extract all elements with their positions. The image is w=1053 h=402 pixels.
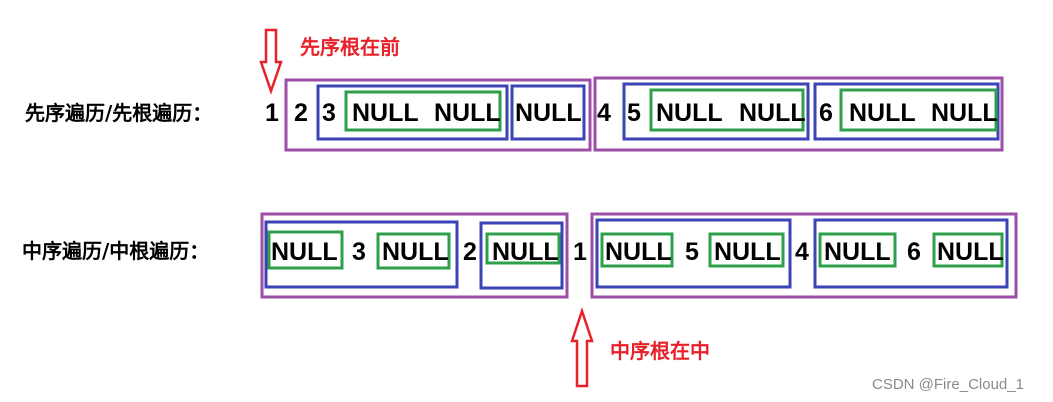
token: 5 [627, 99, 641, 127]
node-3-box [264, 220, 459, 289]
token: 6 [819, 99, 833, 127]
token: 4 [795, 238, 809, 266]
up-arrow-icon [570, 307, 594, 388]
token: NULL [849, 99, 916, 127]
node-6-box [813, 218, 1009, 289]
node-5-children-box [649, 88, 805, 132]
null-box [932, 232, 1004, 268]
node-6-children-box [839, 88, 998, 132]
preorder-note: 先序根在前 [300, 35, 400, 59]
token: NULL [352, 99, 419, 127]
token: NULL [739, 99, 806, 127]
token: 3 [352, 238, 366, 266]
node-5-box [622, 82, 810, 141]
left-subtree-box [260, 212, 569, 299]
token: NULL [271, 238, 338, 266]
node-3-children-box [344, 90, 502, 132]
token: 1 [573, 238, 587, 266]
node-6-box [813, 82, 1000, 141]
node-2-right-box [479, 221, 564, 290]
token: NULL [492, 238, 559, 266]
null-box [818, 232, 897, 268]
token: 2 [463, 238, 477, 266]
right-subtree-box [590, 212, 1018, 299]
null-box [708, 232, 785, 268]
token: NULL [937, 238, 1004, 266]
watermark: CSDN @Fire_Cloud_1 [872, 376, 1024, 393]
token: 4 [597, 99, 611, 127]
token: 1 [265, 99, 279, 127]
token: 3 [322, 99, 336, 127]
token: 5 [685, 238, 699, 266]
node-5-box [595, 218, 792, 289]
down-arrow-icon [259, 28, 283, 95]
node-3-box [316, 84, 509, 141]
token: 2 [294, 99, 308, 127]
right-subtree-box [593, 76, 1004, 152]
token: NULL [931, 99, 998, 127]
inorder-sequence: NULL 3 NULL 2 NULL 1 NULL 5 NULL 4 NULL … [271, 238, 1004, 266]
token: NULL [656, 99, 723, 127]
token: NULL [434, 99, 501, 127]
preorder-label: 先序遍历/先根遍历： [25, 101, 212, 125]
inorder-note: 中序根在中 [610, 339, 710, 363]
null-box [267, 230, 344, 270]
token: NULL [605, 238, 672, 266]
left-subtree-box [284, 78, 592, 152]
token: NULL [824, 238, 891, 266]
null-box [376, 232, 451, 270]
node-2-right-null-box [510, 84, 586, 141]
preorder-sequence: 1 2 3 NULL NULL NULL 4 5 NULL NULL 6 NUL… [265, 99, 998, 127]
token: NULL [515, 99, 582, 127]
token: NULL [382, 238, 449, 266]
token: 6 [907, 238, 921, 266]
inorder-label: 中序遍历/中根遍历： [22, 239, 209, 263]
null-box [485, 232, 561, 265]
null-box [600, 232, 674, 268]
token: NULL [714, 238, 781, 266]
